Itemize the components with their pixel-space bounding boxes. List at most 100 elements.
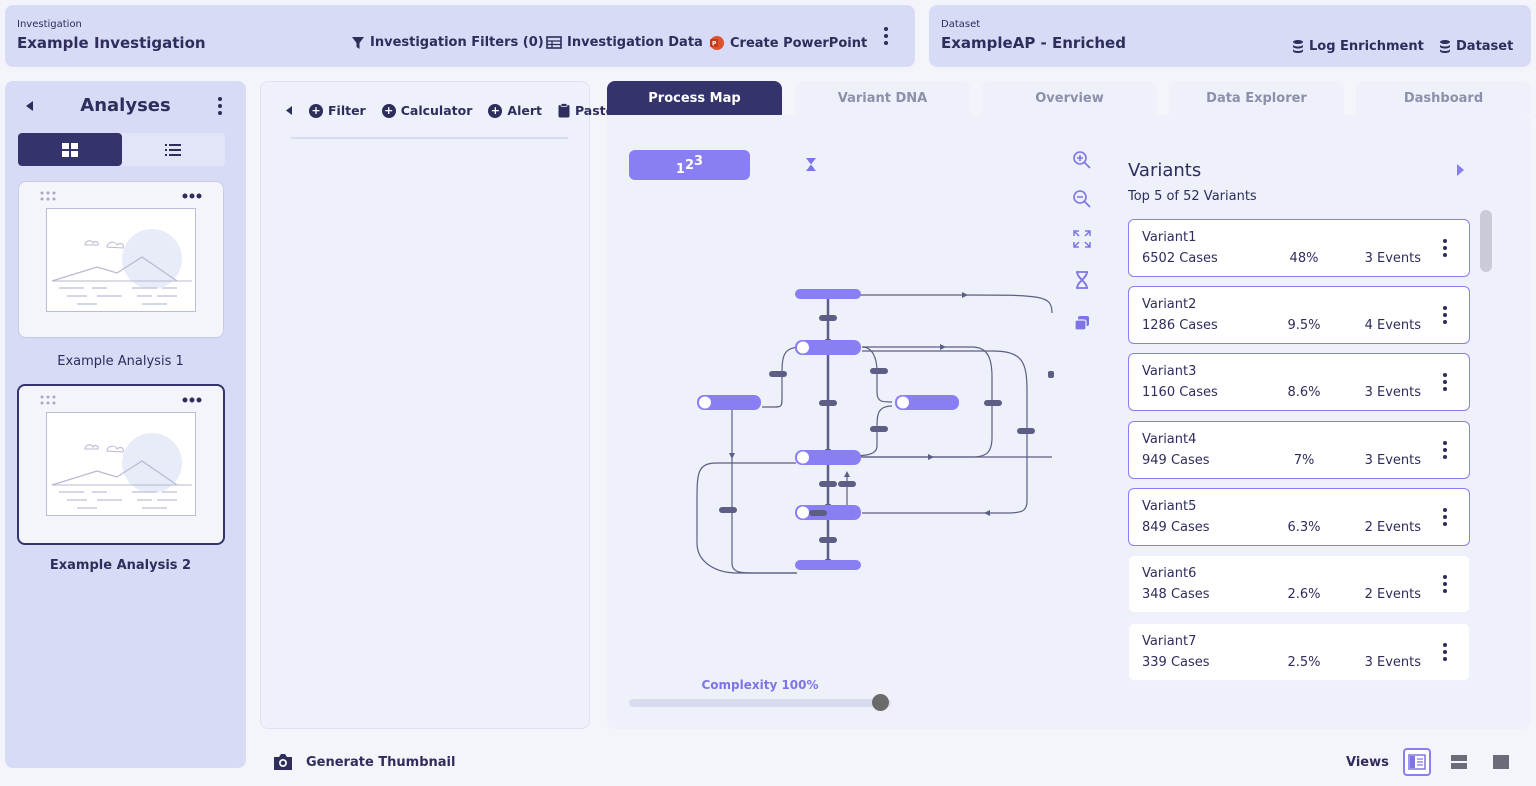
ordering-button[interactable]: 123 — [629, 150, 750, 180]
add-filter-label: Filter — [328, 103, 366, 118]
variant-percent: 6.3% — [1287, 520, 1321, 535]
tab-overview[interactable]: Overview — [982, 81, 1157, 115]
copy-button[interactable] — [1071, 312, 1093, 334]
analysis-card-label-selected[interactable]: Example Analysis 2 — [49, 558, 192, 573]
analysis-thumbnail — [46, 208, 196, 312]
variant-item[interactable]: Variant7 339 Cases 2.5% 3 Events — [1128, 623, 1470, 681]
dataset-title[interactable]: ExampleAP - Enriched — [941, 34, 1126, 52]
variant-percent: 8.6% — [1287, 385, 1321, 400]
expand-right-icon[interactable] — [1456, 163, 1465, 177]
zoom-in-icon — [1073, 151, 1091, 169]
variant-item[interactable]: Variant6 348 Cases 2.6% 2 Events — [1128, 555, 1470, 613]
analyses-title: Analyses — [80, 95, 171, 116]
expand-icon — [1073, 230, 1091, 248]
variant-item[interactable]: Variant5 849 Cases 6.3% 2 Events — [1128, 488, 1470, 546]
filter-panel: +Filter +Calculator +Alert Paste — [260, 81, 614, 729]
tab-dashboard[interactable]: Dashboard — [1356, 81, 1531, 115]
full-view-icon — [1492, 755, 1509, 769]
variant-cases: 348 Cases — [1142, 587, 1210, 602]
variant-percent: 9.5% — [1287, 318, 1321, 333]
variants-scrollbar[interactable] — [1480, 210, 1492, 272]
filter-divider — [291, 137, 568, 139]
drag-handle-icon[interactable] — [40, 191, 58, 201]
add-filter-button[interactable]: +Filter — [309, 103, 366, 118]
more-horizontal-icon[interactable] — [182, 397, 202, 403]
view-split-button[interactable] — [1402, 748, 1431, 776]
placeholder-image-icon — [51, 229, 192, 305]
paste-button[interactable]: Paste — [558, 103, 614, 118]
stacked-view-icon — [1450, 755, 1467, 769]
variant-events: 3 Events — [1364, 385, 1421, 400]
powerpoint-icon: P — [710, 36, 724, 50]
complexity-slider[interactable] — [629, 699, 891, 707]
variant-item[interactable]: Variant1 6502 Cases 48% 3 Events — [1128, 219, 1470, 277]
variant-item[interactable]: Variant4 949 Cases 7% 3 Events — [1128, 421, 1470, 479]
variant-percent: 48% — [1289, 251, 1319, 266]
view-stacked-button[interactable] — [1445, 748, 1473, 776]
variant-name: Variant6 — [1142, 566, 1197, 581]
investigation-filters-button[interactable]: Investigation Filters (0) — [351, 35, 544, 50]
tab-process-map[interactable]: Process Map — [607, 81, 782, 115]
variant-name: Variant4 — [1142, 432, 1197, 447]
variant-more-icon[interactable] — [1443, 239, 1447, 257]
create-powerpoint-button[interactable]: P Create PowerPoint — [709, 35, 867, 51]
tab-variant-dna[interactable]: Variant DNA — [795, 81, 970, 115]
variants-subtitle: Top 5 of 52 Variants — [1128, 189, 1257, 204]
analysis-card-label[interactable]: Example Analysis 1 — [57, 354, 184, 369]
camera-icon — [274, 754, 292, 770]
variant-cases: 1160 Cases — [1142, 385, 1218, 400]
add-calculator-button[interactable]: +Calculator — [381, 103, 473, 118]
variant-item[interactable]: Variant3 1160 Cases 8.6% 3 Events — [1128, 353, 1470, 411]
tab-data-explorer[interactable]: Data Explorer — [1169, 81, 1344, 115]
add-alert-label: Alert — [507, 103, 542, 118]
investigation-data-button[interactable]: Investigation Data — [546, 35, 703, 50]
variant-more-icon[interactable] — [1443, 643, 1447, 661]
collapse-left-icon[interactable] — [24, 100, 34, 112]
add-calculator-label: Calculator — [400, 103, 473, 118]
analysis-card-selected[interactable] — [17, 384, 225, 545]
list-view-button[interactable] — [122, 133, 226, 166]
drag-handle-icon[interactable] — [40, 395, 58, 405]
paste-label: Paste — [574, 103, 615, 118]
variant-item[interactable]: Variant2 1286 Cases 9.5% 4 Events — [1128, 286, 1470, 344]
database-icon — [1293, 40, 1303, 53]
investigation-title[interactable]: Example Investigation — [17, 34, 206, 52]
zoom-in-button[interactable] — [1071, 149, 1093, 171]
more-horizontal-icon[interactable] — [182, 193, 202, 199]
log-enrichment-button[interactable]: Log Enrichment — [1292, 39, 1424, 54]
variant-more-icon[interactable] — [1443, 508, 1447, 526]
analysis-thumbnail — [46, 412, 196, 516]
variant-cases: 6502 Cases — [1142, 251, 1218, 266]
hourglass-icon[interactable] — [805, 157, 817, 172]
variant-percent: 2.6% — [1287, 587, 1321, 602]
database-icon — [1440, 40, 1450, 53]
variant-more-icon[interactable] — [1443, 441, 1447, 459]
investigation-data-label: Investigation Data — [567, 35, 703, 50]
investigation-filters-label: Investigation Filters (0) — [370, 35, 544, 50]
create-powerpoint-label: Create PowerPoint — [730, 35, 868, 51]
dna-icon — [1076, 271, 1088, 289]
zoom-out-button[interactable] — [1071, 188, 1093, 210]
split-view-icon — [1408, 754, 1426, 770]
collapse-left-icon[interactable] — [285, 105, 293, 116]
variant-more-icon[interactable] — [1443, 575, 1447, 593]
analyses-more-icon[interactable] — [218, 97, 222, 115]
analysis-card[interactable] — [18, 181, 224, 338]
zoom-out-icon — [1073, 190, 1091, 208]
process-graph[interactable] — [692, 285, 1062, 575]
complexity-slider-handle[interactable] — [872, 694, 889, 711]
fit-screen-button[interactable] — [1071, 228, 1093, 250]
dataset-button[interactable]: Dataset — [1439, 39, 1513, 54]
variant-name: Variant7 — [1142, 634, 1197, 649]
investigation-more-icon[interactable] — [884, 27, 888, 45]
analyses-view-toggle — [18, 133, 225, 166]
view-full-button[interactable] — [1487, 748, 1515, 776]
variant-percent: 2.5% — [1287, 655, 1321, 670]
dna-button[interactable] — [1071, 269, 1093, 291]
grid-view-button[interactable] — [18, 133, 122, 166]
copy-icon — [1074, 316, 1089, 331]
add-alert-button[interactable]: +Alert — [488, 103, 542, 118]
variant-more-icon[interactable] — [1443, 373, 1447, 391]
generate-thumbnail-button[interactable]: Generate Thumbnail — [272, 742, 455, 782]
variant-more-icon[interactable] — [1443, 306, 1447, 324]
